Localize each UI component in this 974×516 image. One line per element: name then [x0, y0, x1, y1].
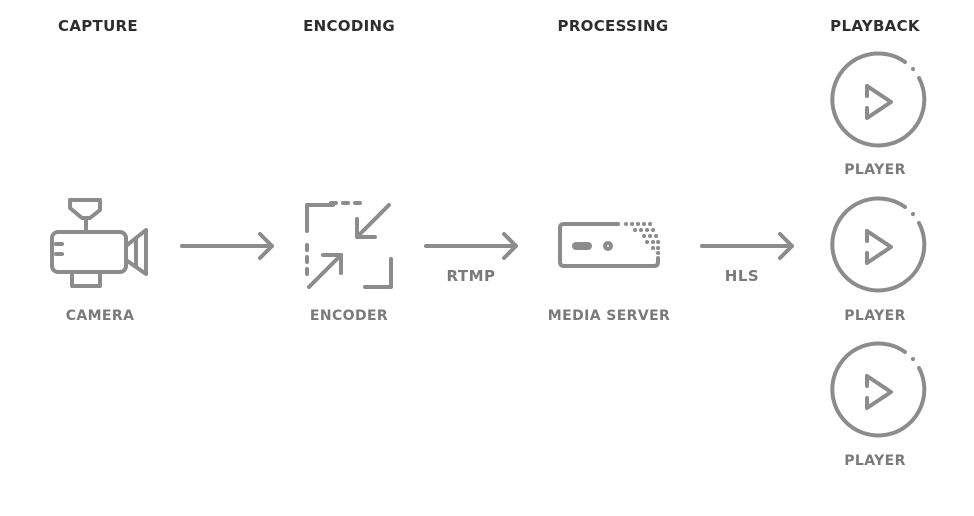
player-label: PLAYER: [844, 453, 906, 469]
play-circle-icon: [830, 196, 927, 293]
video-camera-icon: [50, 198, 148, 288]
stage-title-processing: PROCESSING: [557, 17, 669, 35]
encoder-label: ENCODER: [309, 308, 389, 324]
media-server-label: MEDIA SERVER: [547, 308, 671, 324]
server-box-icon: [558, 222, 661, 268]
compress-arrows-icon: [305, 201, 393, 289]
play-circle-icon: [830, 341, 927, 438]
arrow-right-icon: [180, 232, 274, 260]
stage-title-encoding: ENCODING: [303, 17, 395, 35]
player-label: PLAYER: [844, 162, 906, 178]
arrow-right-icon: [424, 232, 518, 260]
stage-title-capture: CAPTURE: [58, 17, 138, 35]
stage-title-playback: PLAYBACK: [830, 17, 920, 35]
camera-label: CAMERA: [65, 308, 135, 324]
arrow-right-icon: [700, 232, 794, 260]
play-circle-icon: [830, 51, 927, 148]
player-label: PLAYER: [844, 308, 906, 324]
rtmp-edge-label: RTMP: [446, 267, 496, 285]
hls-edge-label: HLS: [724, 267, 760, 285]
